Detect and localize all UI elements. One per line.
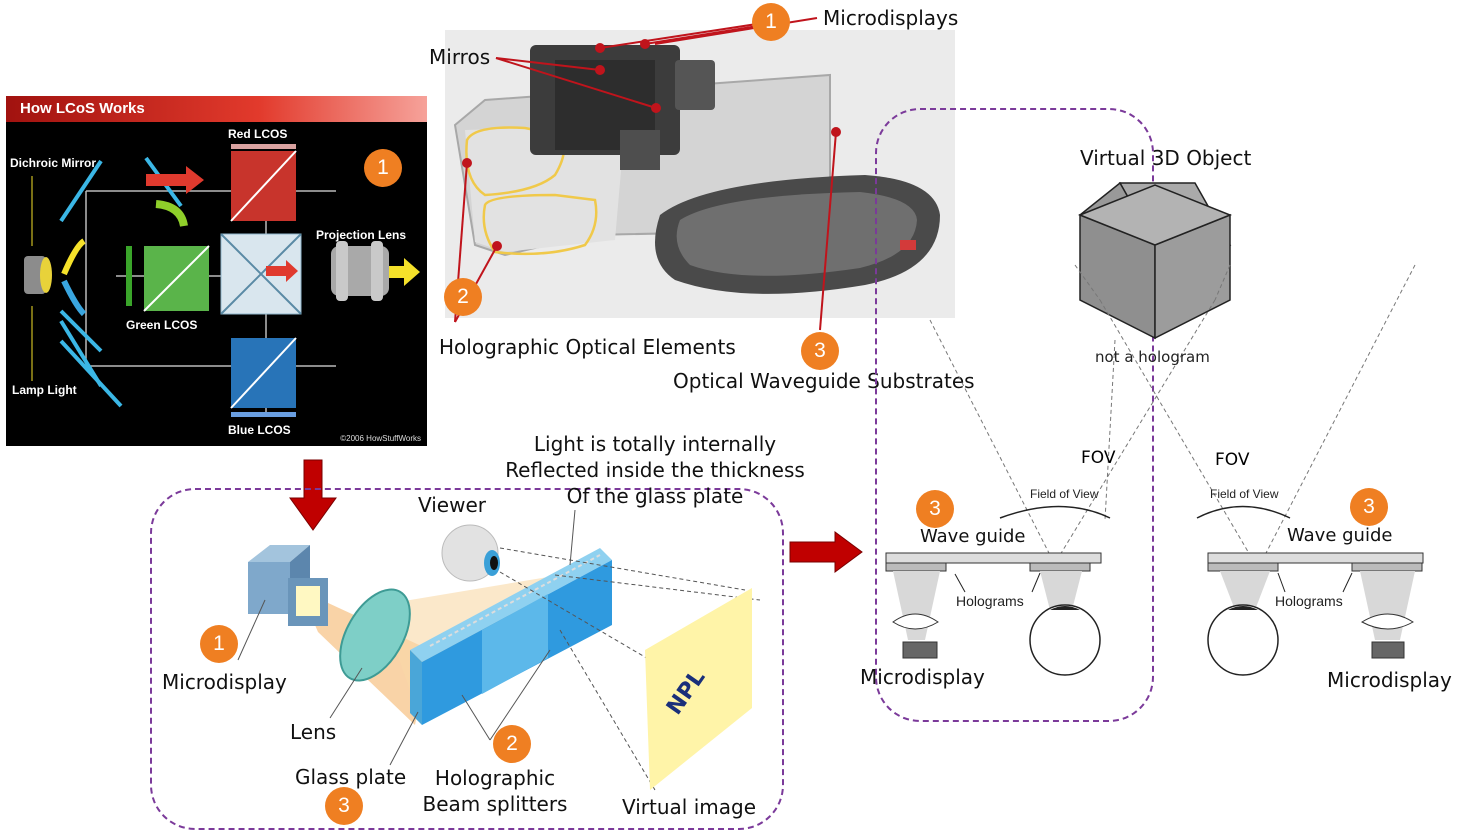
badge-lcos-1: 1 xyxy=(364,149,402,187)
label-fov-left: FOV xyxy=(1081,448,1116,468)
label-projection-lens: Projection Lens xyxy=(316,228,407,242)
label-lamp-light: Lamp Light xyxy=(12,383,77,397)
label-tir-line3: Of the glass plate xyxy=(566,484,744,508)
lcos-title-bar: How LCoS Works xyxy=(6,96,427,122)
right-dashed-box xyxy=(875,108,1154,722)
headset-drawing xyxy=(453,45,940,294)
label-holograms-left: Holograms xyxy=(956,593,1024,609)
label-microdisplay-right-left: Microdisplay xyxy=(860,665,985,689)
label-tir-line2: Reflected inside the thickness xyxy=(505,458,805,482)
label-wave-guide-right: Wave guide xyxy=(1287,525,1393,546)
label-red-lcos: Red LCOS xyxy=(228,127,288,141)
label-glass-plate: Glass plate xyxy=(295,765,407,789)
label-field-of-view-right: Field of View xyxy=(1210,487,1279,501)
lcos-drawing xyxy=(24,144,420,417)
label-holograms-right: Holograms xyxy=(1275,593,1343,609)
label-virtual-3d-object: Virtual 3D Object xyxy=(1080,146,1252,170)
headset-photo xyxy=(445,30,955,318)
label-green-lcos: Green LCOS xyxy=(126,318,198,332)
label-not-hologram: not a hologram xyxy=(1095,348,1210,366)
label-microdisplay-right-right: Microdisplay xyxy=(1327,668,1452,692)
lcos-copyright: ©2006 HowStuffWorks xyxy=(340,434,421,443)
label-hoe: Holographic Optical Elements xyxy=(439,335,736,359)
label-viewer: Viewer xyxy=(418,493,486,517)
badge-headset-3: 3 xyxy=(801,332,839,370)
badge-bottom-2: 2 xyxy=(493,725,531,763)
badge-headset-2: 2 xyxy=(444,278,482,316)
label-hbs-line2: Beam splitters xyxy=(422,792,568,816)
lcos-diagram: How LCoS Works xyxy=(6,96,427,446)
down-arrow xyxy=(289,459,337,531)
label-field-of-view-left: Field of View xyxy=(1030,487,1099,501)
label-lens: Lens xyxy=(290,720,337,744)
label-wave-guide-left: Wave guide xyxy=(920,526,1026,547)
label-fov-right: FOV xyxy=(1215,450,1250,470)
badge-right-3-left: 3 xyxy=(916,490,954,528)
label-dichroic-mirror: Dichroic Mirror xyxy=(10,156,97,170)
label-blue-lcos: Blue LCOS xyxy=(228,423,291,437)
label-hbs-line1: Holographic xyxy=(434,766,556,790)
label-waveguide-substrates: Optical Waveguide Substrates xyxy=(673,369,975,393)
right-arrow xyxy=(789,531,863,573)
label-tir-line1: Light is totally internally xyxy=(533,432,777,456)
label-microdisplay-bottom: Microdisplay xyxy=(162,670,287,694)
label-microdisplays: Microdisplays xyxy=(823,6,959,30)
badge-right-3-right: 3 xyxy=(1350,488,1388,526)
lcos-title: How LCoS Works xyxy=(20,100,145,117)
badge-headset-1: 1 xyxy=(752,3,790,41)
label-virtual-image: Virtual image xyxy=(622,795,757,819)
bottom-dashed-box xyxy=(150,488,784,830)
label-mirrors: Mirros xyxy=(429,45,491,69)
badge-bottom-1: 1 xyxy=(200,625,238,663)
badge-bottom-3: 3 xyxy=(325,787,363,825)
